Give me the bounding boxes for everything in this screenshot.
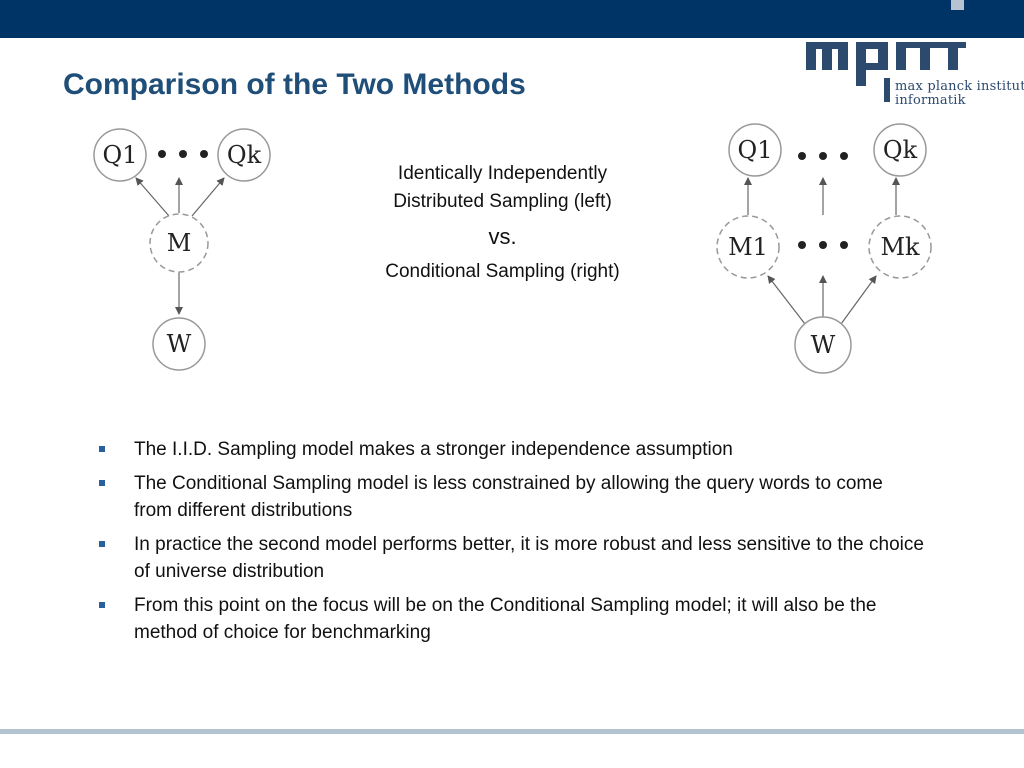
bullet-list: The I.I.D. Sampling model makes a strong… [95,436,925,653]
bullet-square-icon [99,480,105,486]
caption-vs: vs. [488,224,517,249]
node-w [794,316,852,374]
edge-m-q1 [135,177,170,217]
ellipsis-dot [179,150,187,158]
node-q1 [93,128,147,182]
bullet-text: From this point on the focus will be on … [134,595,877,643]
ellipsis-dot [200,150,208,158]
mpi-logo-icon [806,42,966,102]
node-qk [217,128,271,182]
ellipsis-dot [158,150,166,158]
bullet-square-icon [99,602,105,608]
bullet-item: From this point on the focus will be on … [95,592,925,646]
edge-m-qk [191,177,225,217]
bullet-square-icon [99,541,105,547]
diagram-left: Q1 Qk M W [93,128,271,371]
node-qk-label: Qk [883,136,918,164]
method-comparison-caption: Identically Independently Distributed Sa… [340,160,665,286]
caption-line-3: Conditional Sampling (right) [385,261,620,282]
mpi-logo: max planck institut informatik [800,38,1024,110]
header-bar [0,0,1024,38]
logo-text-line1: max planck institut [895,79,1024,94]
ellipsis-dot [819,152,827,160]
node-m1-label: M1 [728,233,768,261]
node-q1-label: Q1 [103,141,138,169]
footer-rule [0,729,1024,734]
node-m [149,213,209,273]
ellipsis-dot [819,241,827,249]
bullet-item: In practice the second model performs be… [95,531,925,585]
node-m1 [716,215,780,279]
bullet-text: The I.I.D. Sampling model makes a strong… [134,439,733,460]
caption-line-1: Identically Independently [397,163,608,184]
header-notch [951,0,964,10]
node-qk [873,123,927,177]
node-w-label: W [811,331,836,359]
node-w-label: W [167,330,192,358]
ellipsis-dot [798,241,806,249]
diagram-right: Q1 Qk M1 Mk W [716,123,932,374]
node-m-label: M [167,229,192,257]
node-q1-label: Q1 [738,136,773,164]
node-mk-label: Mk [880,233,920,261]
ellipsis-dot [840,241,848,249]
edge-w-mk [840,275,877,325]
logo-text-line2: informatik [895,93,966,108]
node-mk [868,215,932,279]
node-qk-label: Qk [227,141,262,169]
node-w [152,317,206,371]
bullet-item: The I.I.D. Sampling model makes a strong… [95,436,925,463]
bullet-text: The Conditional Sampling model is less c… [134,473,883,521]
bullet-text: In practice the second model performs be… [134,534,924,582]
caption-line-2: Distributed Sampling (left) [393,191,612,212]
ellipsis-dot [798,152,806,160]
node-q1 [728,123,782,177]
bullet-item: The Conditional Sampling model is less c… [95,470,925,524]
slide-title: Comparison of the Two Methods [63,68,526,101]
bullet-square-icon [99,446,105,452]
ellipsis-dot [840,152,848,160]
edge-w-m1 [767,275,806,325]
